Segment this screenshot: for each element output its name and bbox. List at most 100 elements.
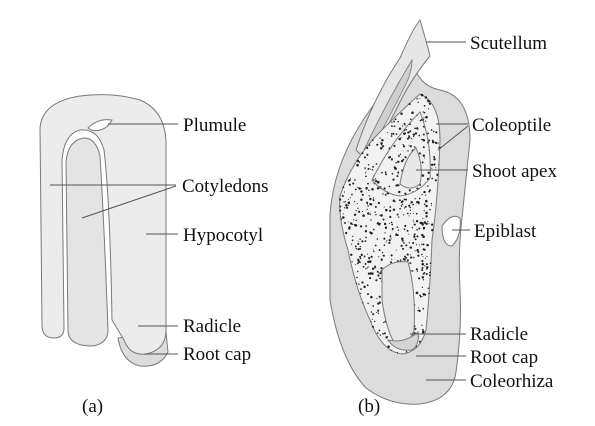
dicot-embryo-diagram: Plumule Cotyledons Hypocotyl Radicle Roo… [39, 94, 269, 417]
speckle-dot [406, 253, 409, 256]
speckle-dot [369, 213, 372, 215]
speckle-dot [339, 209, 342, 212]
speckle-dot [376, 222, 380, 225]
speckle-dot [404, 192, 407, 195]
speckle-dot [344, 222, 346, 224]
speckle-dot [376, 298, 378, 300]
speckle-dot [431, 167, 433, 169]
speckle-dot [358, 261, 361, 264]
speckle-dot [374, 178, 377, 180]
speckle-dot [403, 122, 406, 125]
speckle-dot [424, 265, 426, 267]
speckle-dot [362, 265, 365, 268]
speckle-dot [390, 133, 393, 135]
speckle-dot [428, 292, 430, 295]
speckle-dot [412, 212, 414, 215]
speckle-dot [378, 301, 381, 304]
speckle-dot [360, 190, 363, 193]
speckle-dot [380, 214, 383, 217]
speckle-dot [413, 221, 415, 223]
speckle-dot [423, 203, 426, 206]
speckle-dot [371, 325, 375, 328]
speckle-dot [365, 225, 368, 227]
speckle-dot [355, 210, 357, 212]
speckle-dot [404, 132, 406, 135]
speckle-dot [365, 172, 367, 174]
speckle-dot [379, 214, 381, 216]
speckle-dot [360, 187, 362, 190]
speckle-dot [425, 204, 428, 208]
dicot-plumule-slit-shape [87, 119, 113, 132]
speckle-dot [379, 334, 382, 336]
speckle-dot [397, 120, 399, 123]
label-shoot-apex: Shoot apex [472, 161, 557, 182]
speckle-dot [405, 244, 408, 247]
label-coleorhiza: Coleorhiza [470, 371, 554, 392]
speckle-dot [344, 231, 348, 235]
speckle-dot [418, 340, 421, 343]
speckle-dot [372, 165, 375, 168]
speckle-dot [355, 219, 357, 222]
speckle-dot [416, 127, 419, 130]
speckle-dot [381, 138, 384, 142]
speckle-dot [382, 218, 385, 221]
speckle-dot [402, 125, 404, 127]
label-root-cap-b: Root cap [470, 347, 538, 368]
speckle-dot [409, 246, 412, 249]
speckle-dot [359, 257, 362, 260]
speckle-dot [425, 215, 428, 218]
speckle-dot [416, 235, 419, 238]
speckle-dot [361, 193, 364, 196]
speckle-dot [364, 167, 367, 169]
speckle-dot [415, 291, 419, 295]
speckle-dot [383, 222, 387, 226]
speckle-dot [422, 146, 425, 149]
speckle-dot [422, 111, 424, 113]
speckle-dot [416, 98, 418, 100]
speckle-dot [402, 247, 405, 250]
speckle-dot [354, 264, 356, 266]
label-plumule: Plumule [183, 115, 246, 136]
speckle-dot [372, 318, 374, 321]
dicot-inner-cotyledon-shape [65, 137, 109, 347]
speckle-dot [358, 187, 361, 190]
speckle-dot [429, 208, 431, 211]
speckle-dot [366, 201, 369, 204]
speckle-dot [381, 142, 383, 144]
speckle-dot [400, 159, 404, 163]
speckle-dot [404, 255, 406, 258]
speckle-dot [366, 208, 368, 211]
speckle-dot [371, 168, 374, 171]
speckle-dot [437, 142, 439, 144]
speckle-dot [405, 350, 408, 353]
speckle-dot [347, 179, 350, 182]
speckle-dot [373, 320, 376, 323]
speckle-dot [380, 146, 383, 150]
speckle-dot [367, 167, 370, 170]
speckle-dot [379, 277, 382, 280]
speckle-dot [368, 195, 370, 197]
speckle-dot [396, 175, 399, 178]
speckle-dot [430, 129, 433, 131]
speckle-dot [379, 137, 381, 139]
speckle-dot [389, 209, 392, 212]
speckle-dot [348, 183, 351, 186]
speckle-dot [423, 117, 425, 119]
speckle-dot [409, 206, 412, 209]
speckle-dot [351, 239, 354, 242]
speckle-dot [368, 189, 370, 192]
speckle-dot [391, 228, 394, 231]
coleoptile-shape [371, 111, 431, 197]
speckle-dot [342, 216, 345, 219]
speckle-dot [374, 211, 376, 213]
speckle-dot [351, 261, 353, 263]
speckle-dot [417, 201, 420, 204]
speckle-dot [359, 225, 363, 228]
speckle-dot [357, 242, 360, 245]
speckle-dot [420, 221, 424, 225]
speckle-dot [366, 153, 369, 156]
speckle-dot [397, 160, 400, 164]
speckle-dot [414, 328, 417, 330]
speckle-dot [365, 236, 367, 239]
